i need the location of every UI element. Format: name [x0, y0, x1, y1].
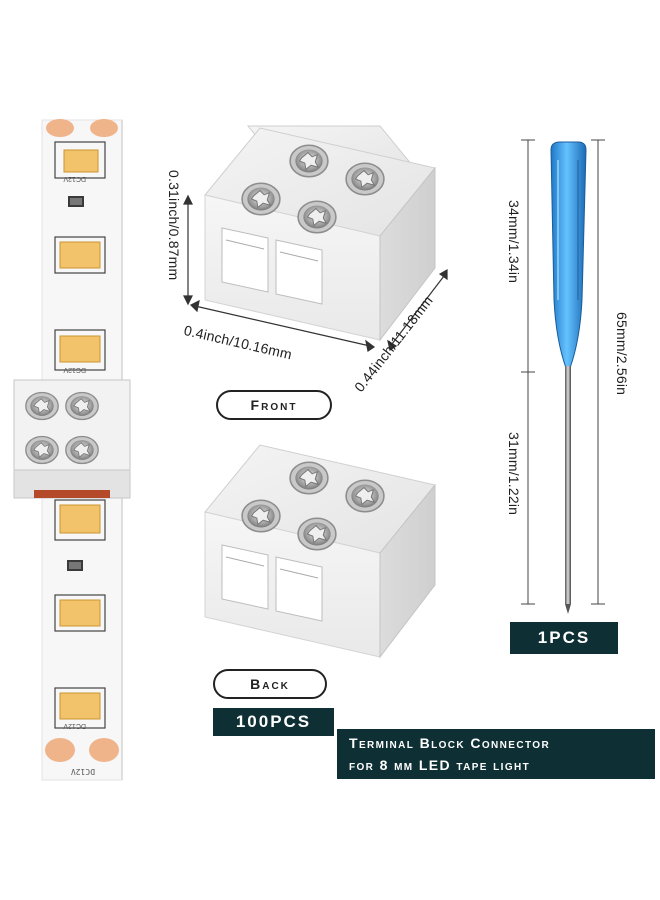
label-shaft-length: 31mm/1.22in — [506, 432, 522, 516]
product-title-line1: Terminal Block Connector — [349, 735, 551, 751]
connector-on-strip — [13, 379, 131, 499]
connectors-quantity-badge: 100PCS — [213, 708, 334, 736]
screwdriver-dimensions — [521, 139, 605, 605]
label-height: 0.31inch/0.87mm — [166, 170, 182, 281]
dimension-arrows — [183, 194, 448, 352]
label-handle-length: 34mm/1.34in — [506, 200, 522, 284]
label-total-length: 65mm/2.56in — [614, 312, 630, 396]
product-title-line2: for 8 mm LED tape light — [349, 757, 531, 773]
back-view-label: Back — [213, 669, 327, 699]
front-view-label: Front — [216, 390, 332, 420]
connector-front-view — [204, 125, 436, 342]
screwdriver-quantity-badge: 1PCS — [510, 622, 618, 654]
svg-text:DC12V: DC12V — [71, 767, 95, 776]
connector-back-view — [204, 444, 436, 659]
screwdriver — [550, 141, 587, 614]
product-title-box: Terminal Block Connector for 8 mm LED ta… — [337, 729, 655, 779]
chip-label-top: DC12V — [63, 175, 86, 182]
chip-label-bottom: DC12V — [63, 722, 86, 729]
chip-label-mid: DC12V — [63, 366, 86, 373]
